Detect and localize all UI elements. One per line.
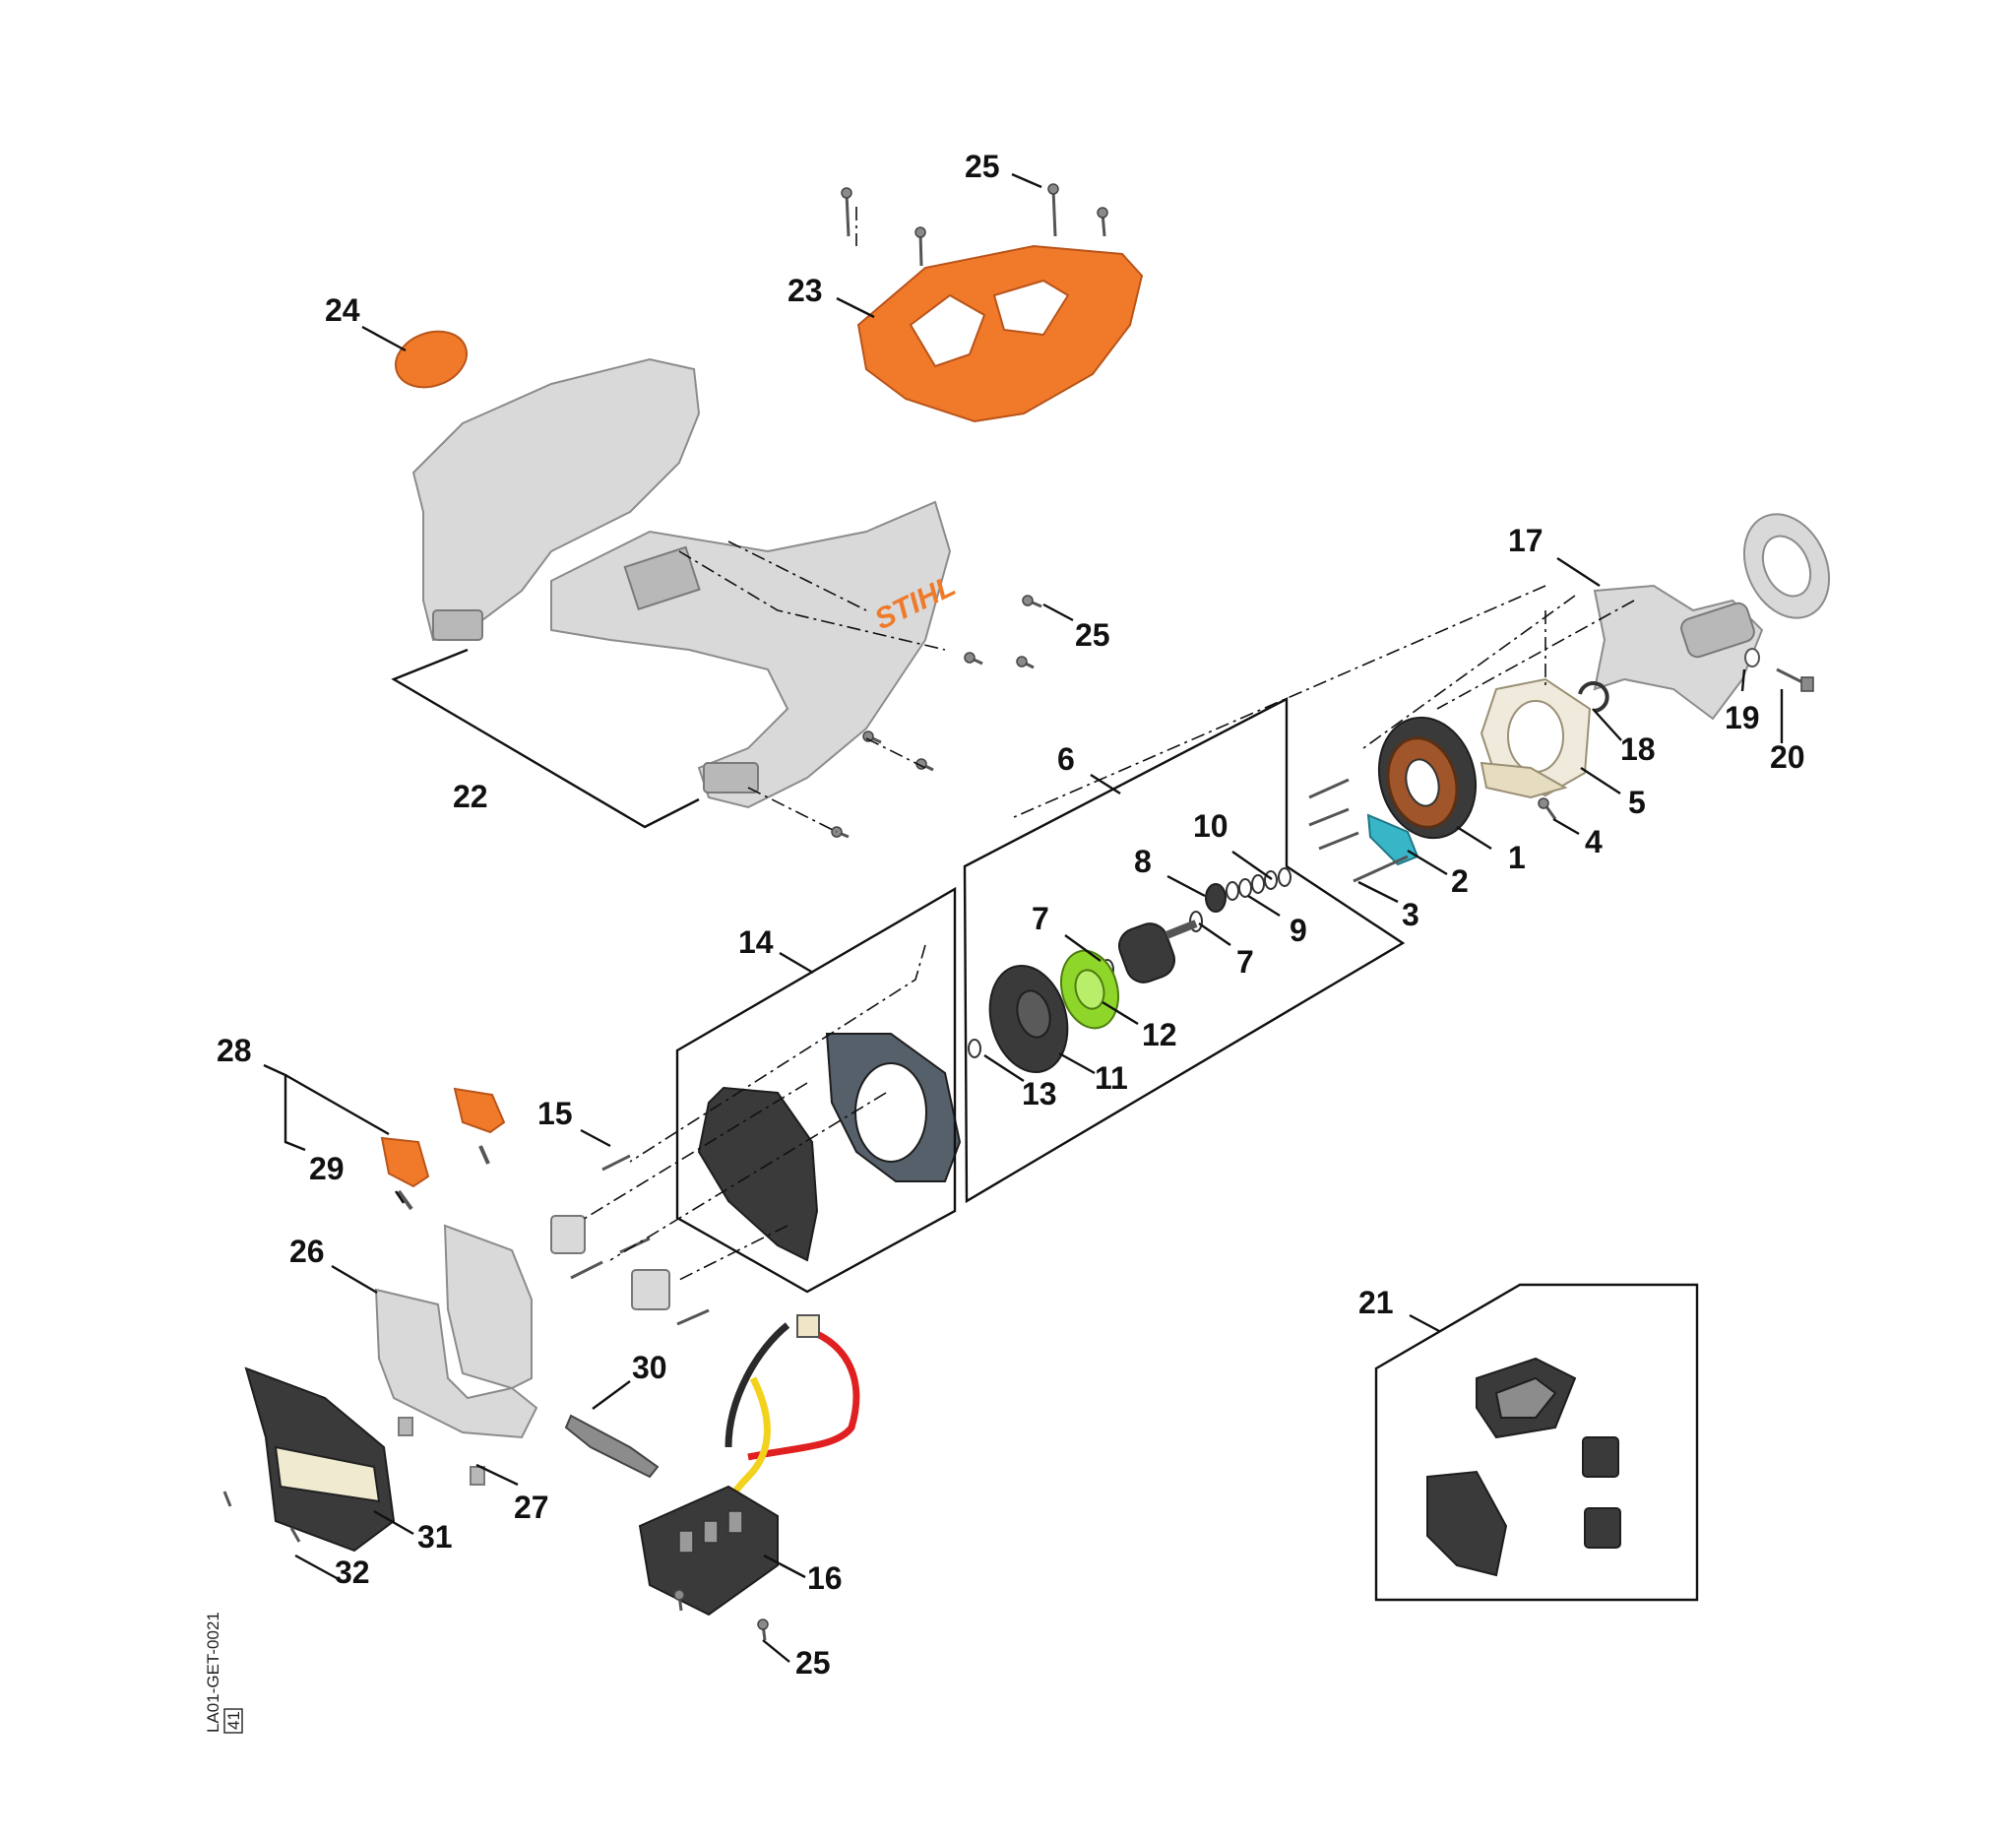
callout-7: 7 [1032, 901, 1049, 936]
callout-22: 22 [453, 779, 488, 814]
callout-12: 12 [1142, 1017, 1177, 1052]
callout-21: 21 [1358, 1285, 1394, 1320]
part-32-screws-illustration [222, 1491, 301, 1543]
callout-26: 26 [289, 1234, 325, 1269]
housing-screws-illustration [673, 183, 1108, 1641]
callout-13: 13 [1022, 1076, 1057, 1111]
part-10-washer-illustration [1278, 867, 1292, 887]
callout-31: 31 [417, 1519, 453, 1555]
callout-8: 8 [1134, 844, 1152, 879]
part-4-screw-illustration [1538, 797, 1557, 820]
part-28-latch-illustration [380, 1087, 506, 1188]
part-16-connector-illustration [638, 1314, 860, 1617]
part-2-sensor-board-illustration [1366, 813, 1419, 866]
part-17-motor-bracket-illustration [1593, 513, 1831, 721]
part-26-battery-frame-illustration [374, 1224, 538, 1439]
callout-7-b: 7 [1236, 944, 1254, 980]
part-18-circlip-illustration [1578, 681, 1609, 713]
part-22-housing-illustration: STIHL [411, 357, 961, 809]
callout-1: 1 [1508, 840, 1526, 875]
doc-rev-box [223, 1708, 243, 1734]
doc-id-text: LA01-GET-0021 [204, 1612, 222, 1733]
callout-27: 27 [514, 1490, 549, 1525]
part-14-fan-housing-illustration [697, 1033, 962, 1262]
callout-5: 5 [1628, 785, 1646, 820]
callout-30: 30 [632, 1350, 667, 1385]
part-13-ring-illustration [968, 1039, 981, 1058]
callout-32: 32 [335, 1555, 370, 1590]
part-20-bolt-illustration [1776, 667, 1814, 692]
part-15-screws-illustration [550, 1154, 710, 1326]
group-frame-14 [675, 886, 957, 1294]
callout-9: 9 [1290, 913, 1307, 948]
callout-25-bottom: 25 [795, 1645, 831, 1681]
callout-3: 3 [1402, 897, 1419, 932]
callout-19: 19 [1725, 700, 1760, 735]
part-29-spring-illustration [397, 1145, 490, 1211]
callout-20: 20 [1770, 739, 1805, 775]
part-11-fan-wheel-illustration [988, 964, 1069, 1074]
callout-4: 4 [1585, 824, 1603, 859]
bracket-28-29 [263, 1063, 390, 1152]
part-23-top-cover-illustration [856, 244, 1144, 423]
callout-29: 29 [309, 1151, 345, 1186]
callout-28: 28 [217, 1033, 252, 1068]
callout-2: 2 [1451, 863, 1469, 899]
part-19-washer-illustration [1744, 648, 1760, 667]
leader-lines [294, 172, 1784, 1663]
part-5-stator-frame-illustration [1480, 677, 1592, 799]
assembly-alignment-lines [580, 207, 1635, 1281]
part-9-shims-illustration [1226, 870, 1278, 901]
callout-labels: 1 2 3 4 5 6 7 7 8 9 10 11 12 13 14 15 16… [217, 149, 1805, 1681]
part-8-bearing-illustration [1205, 883, 1227, 913]
callout-25-top: 25 [965, 149, 1000, 184]
group-frame-6 [963, 697, 1406, 1204]
group-frame-21 [1374, 1283, 1699, 1602]
callout-6: 6 [1057, 741, 1075, 777]
callout-10: 10 [1193, 808, 1228, 844]
callout-11: 11 [1095, 1060, 1128, 1096]
part-30-contact-spring-illustration [564, 1414, 660, 1479]
part-21-service-kit-illustration [1426, 1357, 1621, 1577]
part-6-rotor-illustration [1118, 920, 1198, 984]
part-31-air-filter-illustration [244, 1366, 396, 1553]
part-3-screws-illustration [1308, 778, 1409, 883]
callout-15: 15 [537, 1096, 573, 1131]
callout-16: 16 [807, 1560, 843, 1596]
callout-14: 14 [738, 924, 774, 960]
callout-18: 18 [1620, 731, 1656, 767]
bracket-22 [391, 648, 700, 829]
part-24-cover-plug-illustration [395, 330, 468, 389]
part-1-stator-illustration [1377, 716, 1478, 840]
callout-25-side: 25 [1075, 617, 1110, 653]
document-id: LA01-GET-0021 41 [204, 1612, 243, 1734]
callout-17: 17 [1508, 523, 1544, 558]
callout-23: 23 [788, 273, 823, 308]
callout-24: 24 [325, 292, 360, 328]
doc-rev-text: 41 [224, 1711, 243, 1730]
part-27-pad-illustration [398, 1417, 485, 1486]
part-12-impeller-illustration [1060, 949, 1119, 1030]
